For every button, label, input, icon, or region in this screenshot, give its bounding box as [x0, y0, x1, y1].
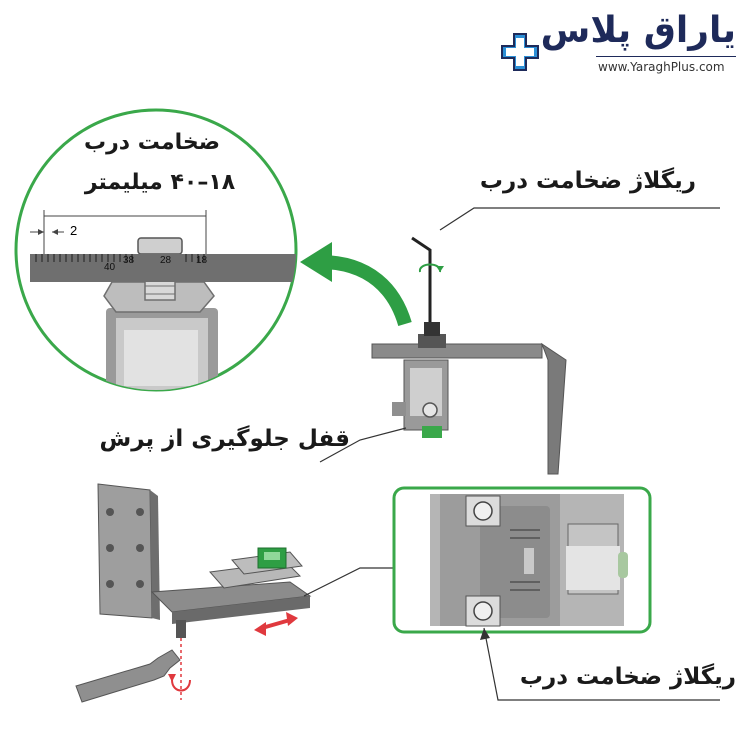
dimension-2-label: 2 — [70, 223, 78, 238]
logo-divider — [596, 56, 736, 57]
zoom-box — [392, 486, 720, 701]
adjuster-label-bottom: ریگلاژ ضخامت درب — [519, 664, 736, 690]
plus-icon — [501, 33, 539, 71]
door-thickness-title: ضخامت درب — [83, 130, 220, 155]
logo-text: یاراق پلاس — [540, 10, 737, 51]
door-thickness-range: ۱۸–۴۰ میلیمتر — [84, 170, 236, 195]
scale-tick-40: 40 — [104, 262, 116, 273]
anti-jump-lock-label: قفل جلوگیری از پرش — [99, 426, 350, 452]
hinge-3d-bottom — [75, 427, 407, 703]
scale-tick-28: 28 — [160, 255, 172, 266]
adjuster-label-top: ریگلاژ ضخامت درب — [479, 168, 696, 194]
hinge-assembly-top — [371, 207, 720, 475]
brand-logo: یاراق پلاس www.YaraghPlus.com — [500, 8, 740, 78]
scale-tick-18: 18 — [196, 255, 208, 266]
zoom-circle — [14, 108, 412, 392]
logo-url: www.YaraghPlus.com — [598, 60, 725, 74]
scale-tick-38: 38 — [123, 255, 135, 266]
